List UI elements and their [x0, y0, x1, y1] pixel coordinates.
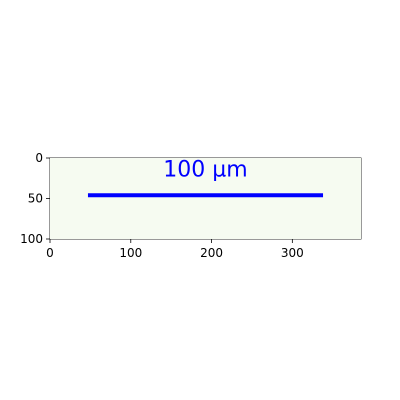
x-tick-label: 200 [200, 246, 223, 260]
x-tick-label: 0 [46, 246, 54, 260]
x-tick-label: 300 [281, 246, 304, 260]
x-axis: 0 100 200 300 [46, 239, 304, 260]
y-tick-label: 0 [35, 151, 43, 165]
image-background [50, 158, 361, 239]
y-tick-label: 50 [28, 192, 43, 206]
y-tick-label: 100 [20, 232, 43, 246]
y-axis: 0 50 100 [20, 151, 50, 246]
scale-bar-label: 100 µm [163, 158, 247, 183]
x-tick-label: 100 [119, 246, 142, 260]
